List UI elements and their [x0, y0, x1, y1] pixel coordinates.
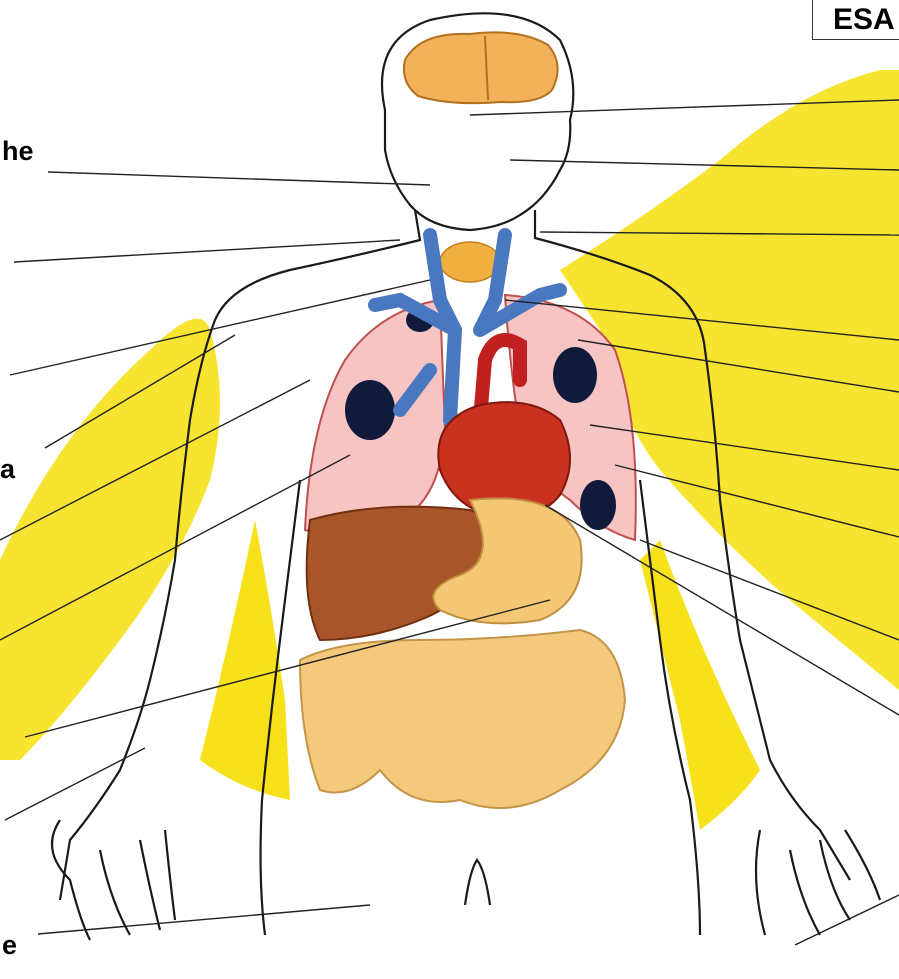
- yellow-wash-left: [0, 319, 220, 760]
- leader-line: [48, 172, 430, 185]
- thyroid: [440, 242, 500, 282]
- leader-line: [38, 905, 370, 934]
- label-he: he: [2, 138, 34, 165]
- yellow-side-right: [640, 540, 760, 830]
- leader-line: [795, 895, 899, 945]
- title-text: ESA: [833, 3, 895, 37]
- lung-spot: [580, 480, 616, 530]
- brain-shape: [404, 32, 558, 103]
- label-a: a: [0, 456, 15, 483]
- lung-spot: [345, 380, 395, 440]
- lung-spot: [553, 347, 597, 403]
- intestines: [300, 630, 625, 808]
- right-hand: [756, 830, 880, 935]
- leader-line: [5, 748, 145, 820]
- title-box: ESA: [812, 0, 899, 40]
- navel-line: [465, 860, 490, 905]
- brain: [404, 32, 558, 103]
- label-e: e: [2, 932, 17, 959]
